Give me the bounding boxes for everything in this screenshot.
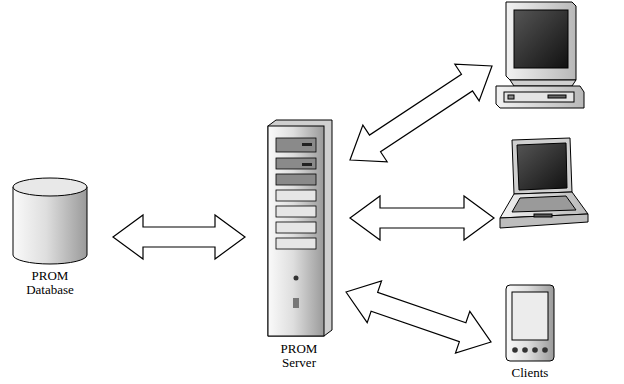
server-node: PROM Server xyxy=(262,118,336,373)
server-icon xyxy=(262,118,336,340)
pda-icon xyxy=(497,282,563,364)
laptop-computer xyxy=(500,138,588,228)
cylinder-node: PROM Database xyxy=(5,175,95,300)
cylinder-icon xyxy=(5,175,95,267)
block-arrow xyxy=(113,215,245,259)
block-arrow xyxy=(350,64,492,162)
desktop-computer xyxy=(496,2,584,108)
node-label: PROM Server xyxy=(271,342,327,371)
block-arrow xyxy=(350,196,494,240)
pda-node: Clients xyxy=(497,282,563,383)
block-arrow xyxy=(346,281,491,353)
node-label: Clients xyxy=(499,366,561,380)
node-label: PROM Database xyxy=(17,269,83,298)
